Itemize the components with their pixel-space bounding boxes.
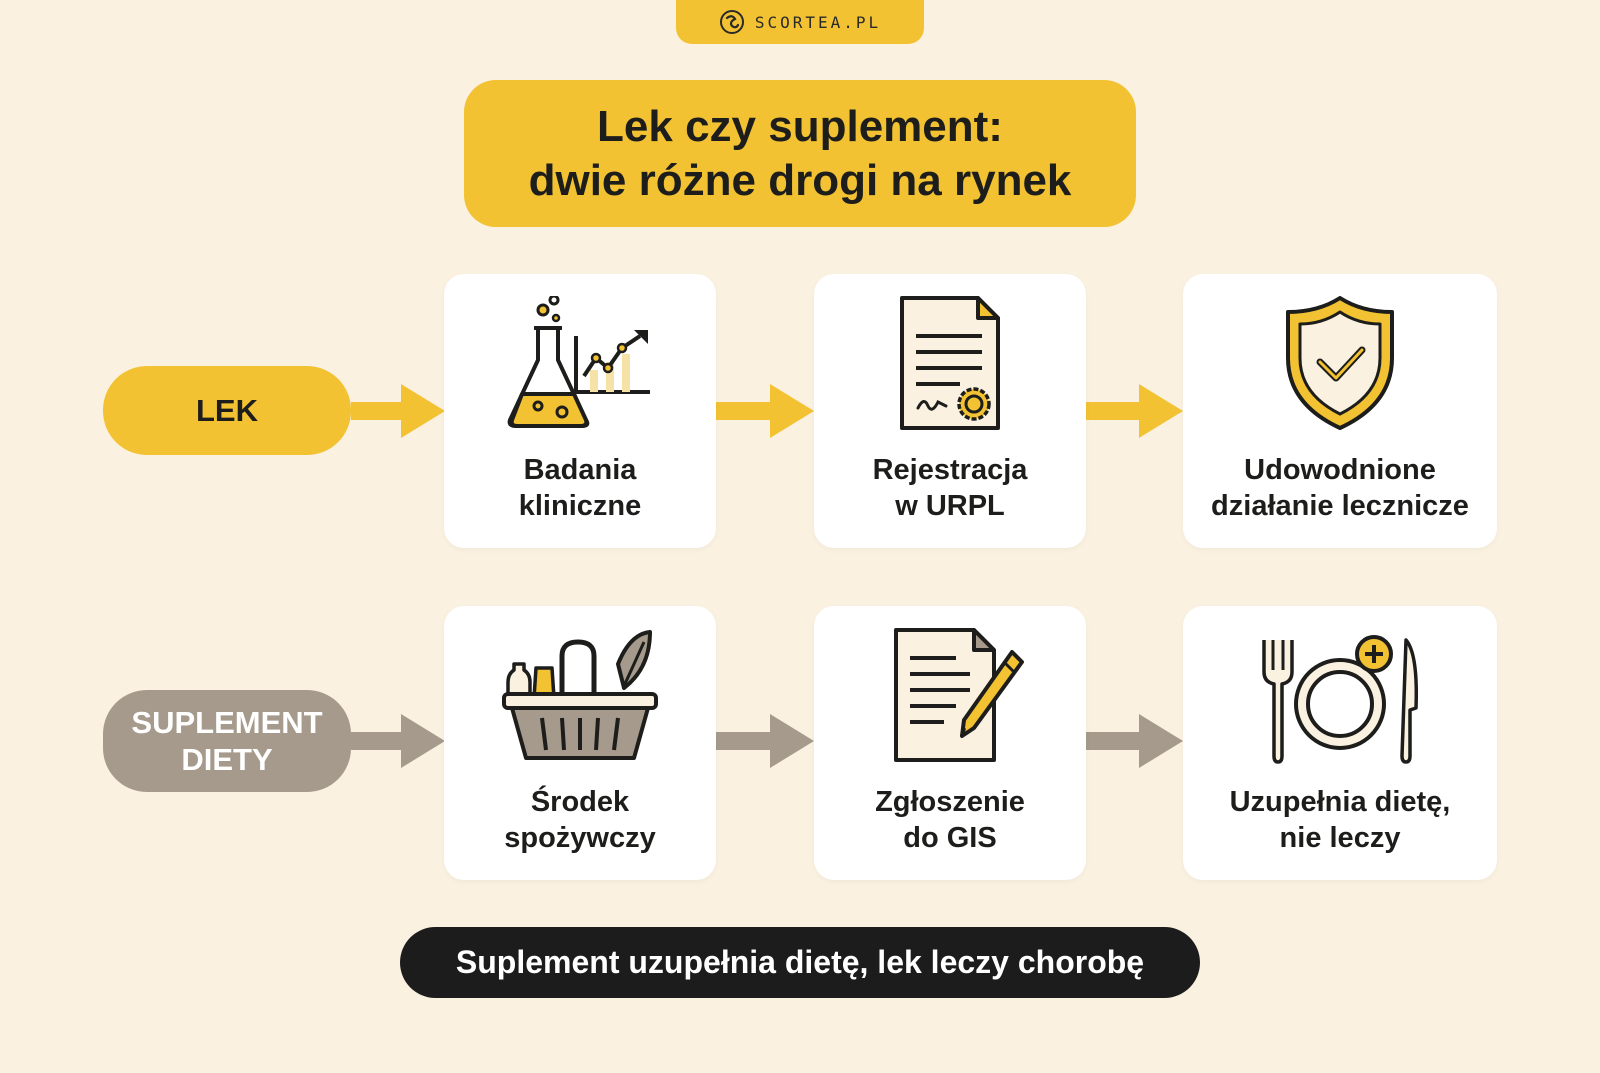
step-card-badania: Badania kliniczne xyxy=(444,274,716,548)
step-card-udowodnione: Udowodnione działanie lecznicze xyxy=(1183,274,1497,548)
step-label-line2: kliniczne xyxy=(518,490,642,522)
arrow-sup-3 xyxy=(1085,714,1183,768)
step-label-line2: w URPL xyxy=(895,490,1005,522)
certificate-document-icon xyxy=(900,296,1000,430)
arrow-lek-2 xyxy=(716,384,814,438)
step-label-line1: Badania xyxy=(523,454,637,486)
step-label-line1: Udowodnione xyxy=(1244,454,1436,486)
food-basket-icon xyxy=(502,630,658,760)
plate-cutlery-plus-icon xyxy=(1262,635,1419,764)
document-pen-icon xyxy=(894,628,1024,762)
row-label-lek: LEK xyxy=(103,366,351,455)
step-label-line1: Zgłoszenie xyxy=(875,786,1025,818)
flask-chart-icon xyxy=(507,296,650,428)
step-card-zgloszenie: Zgłoszenie do GIS xyxy=(814,606,1086,880)
brand-name: SCORTEA.PL xyxy=(754,12,882,32)
step-label: Udowodnione działanie lecznicze xyxy=(1183,452,1497,524)
step-label-line1: Rejestracja xyxy=(872,454,1028,486)
step-label: Rejestracja w URPL xyxy=(814,452,1086,524)
arrow-lek-3 xyxy=(1085,384,1183,438)
arrow-sup-1 xyxy=(351,714,445,768)
footer-text: Suplement uzupełnia dietę, lek leczy cho… xyxy=(455,944,1145,980)
step-label-line2: działanie lecznicze xyxy=(1211,490,1469,522)
brand-logo-icon xyxy=(719,10,744,34)
step-label-line1: Uzupełnia dietę, xyxy=(1229,786,1451,818)
step-label: Środek spożywczy xyxy=(444,784,716,856)
title-line-2: dwie różne drogi na rynek xyxy=(528,155,1072,205)
title-line-1: Lek czy suplement: xyxy=(597,101,1003,151)
step-label-line2: nie leczy xyxy=(1279,822,1401,854)
step-label: Badania kliniczne xyxy=(444,452,716,524)
shield-check-icon xyxy=(1286,296,1394,430)
step-label-line2: spożywczy xyxy=(504,822,656,854)
row-label-suplement-line1: SUPLEMENT xyxy=(131,705,323,740)
step-label: Zgłoszenie do GIS xyxy=(814,784,1086,856)
brand-tab: SCORTEA.PL xyxy=(676,0,924,44)
row-label-suplement-line2: DIETY xyxy=(181,742,273,777)
arrow-sup-2 xyxy=(716,714,814,768)
row-label-suplement: SUPLEMENT DIETY xyxy=(103,690,351,792)
arrow-lek-1 xyxy=(351,384,445,438)
step-card-uzupelnia: Uzupełnia dietę, nie leczy xyxy=(1183,606,1497,880)
footer-summary: Suplement uzupełnia dietę, lek leczy cho… xyxy=(400,927,1200,998)
step-card-rejestracja: Rejestracja w URPL xyxy=(814,274,1086,548)
row-label-lek-text: LEK xyxy=(196,392,258,428)
page-title: Lek czy suplement: dwie różne drogi na r… xyxy=(464,80,1136,227)
step-label-line1: Środek xyxy=(530,786,630,818)
step-card-srodek: Środek spożywczy xyxy=(444,606,716,880)
step-label-line2: do GIS xyxy=(903,822,997,854)
step-label: Uzupełnia dietę, nie leczy xyxy=(1183,784,1497,856)
